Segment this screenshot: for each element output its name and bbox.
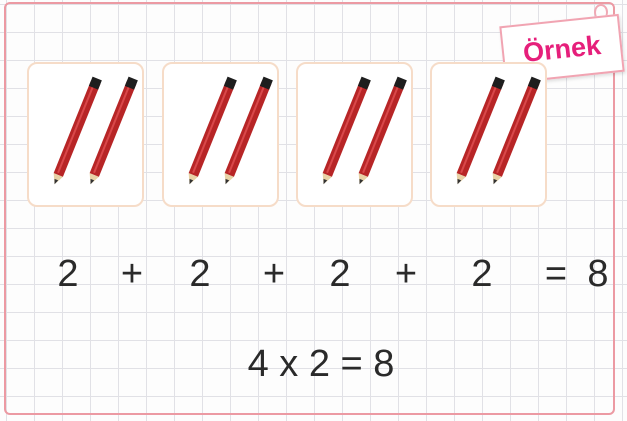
plus-sign: + [394, 252, 418, 295]
pencil-group-card [162, 62, 279, 207]
addend-3: 2 [329, 252, 351, 295]
pencil-group-card [296, 62, 413, 207]
equals-sign: = [544, 252, 568, 295]
addend-4: 2 [471, 252, 493, 295]
pencil-pair-icon [456, 76, 541, 185]
pencil-icon [89, 76, 138, 185]
addend-1: 2 [57, 252, 79, 295]
clip-icon [594, 4, 608, 20]
multiplication-equation: 4 x 2 = 8 [247, 342, 395, 385]
plus-sign: + [262, 252, 286, 295]
pencil-icon [322, 76, 371, 185]
pencil-icon [224, 76, 273, 185]
pencil-pair-icon [53, 76, 138, 185]
pencil-icon [492, 76, 541, 185]
plus-sign: + [120, 252, 144, 295]
pencil-icon [188, 76, 237, 185]
pencil-icon [53, 76, 102, 185]
addend-2: 2 [189, 252, 211, 295]
pencil-group-card [430, 62, 547, 207]
addition-result: 8 [587, 252, 609, 295]
pencil-pair-icon [188, 76, 273, 185]
pencil-pair-icon [322, 76, 407, 185]
pencil-icon [358, 76, 407, 185]
pencil-icon [456, 76, 505, 185]
pencil-group-card [27, 62, 144, 207]
